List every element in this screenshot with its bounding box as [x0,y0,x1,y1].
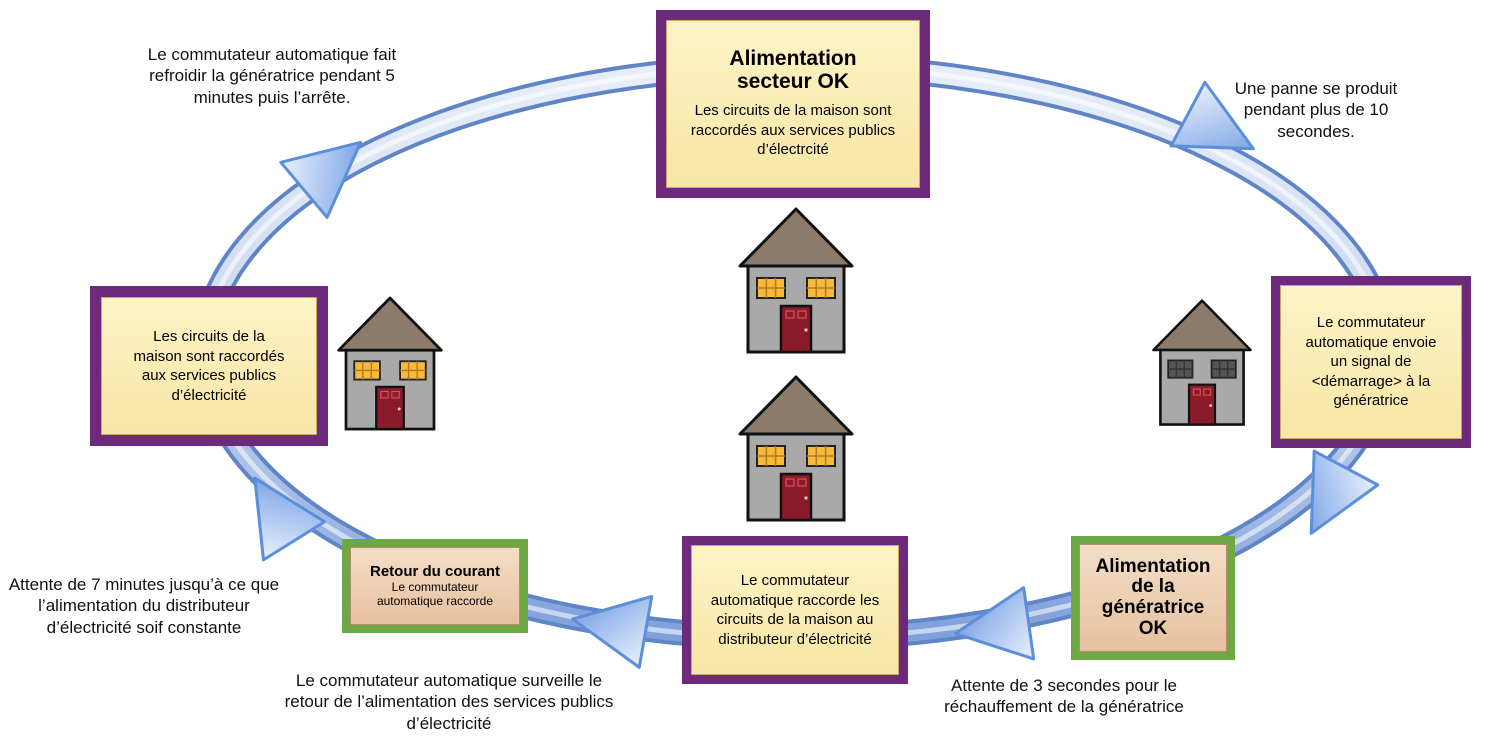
house-window-icon [1210,359,1237,379]
house-window-icon [353,360,381,381]
house-roof-icon [738,207,854,268]
arrow-outage-icon [1169,80,1255,151]
state-utility-ok-title: Alimentation secteur OK [729,47,857,93]
caption-monitor: Le commutateur automatique surveille le … [284,671,614,733]
house-roof-icon [738,375,854,436]
state-generator-ok-title: Alimentation de la génératrice OK [1095,555,1211,639]
house-door-icon [779,304,813,354]
state-circuits-connected-body: Les circuits de la maison sont raccordés… [133,328,285,404]
state-send-start-body: Le commutateur automatique envoie un sig… [1305,314,1437,410]
state-utility-ok-body: Les circuits de la maison sont raccordés… [690,102,896,159]
state-reconnect-body: Le commutateur automatique raccorde les … [710,572,880,648]
caption-warmup: Attente de 3 secondes pour le réchauffem… [944,676,1184,717]
house-door-icon [779,472,813,522]
arrow-send-icon [1309,449,1380,535]
state-power-return-title: Retour du courant [370,562,500,580]
house-bottom-center [738,375,854,522]
house-left [337,296,443,431]
house-window-icon [1167,359,1194,379]
house-window-icon [806,277,836,299]
house-roof-icon [1152,299,1252,352]
house-window-icon [756,445,786,467]
house-door-icon [375,385,405,431]
house-window-icon [399,360,427,381]
caption-cooldown: Le commutateur automatique fait refroidi… [147,45,397,107]
state-circuits-connected: Les circuits de la maison sont raccordés… [90,286,328,446]
state-send-start: Le commutateur automatique envoie un sig… [1271,276,1471,448]
arrow-wait-icon [253,476,327,562]
house-window-icon [756,277,786,299]
state-power-return-body: Le commutateur automatique raccorde [376,579,494,609]
caption-outage: Une panne se produit pendant plus de 10 … [1234,79,1398,141]
house-roof-icon [337,296,443,352]
house-door-icon [1187,383,1217,426]
caption-wait7: Attente de 7 minutes jusqu’à ce que l’al… [8,575,280,637]
state-utility-ok: Alimentation secteur OK Les circuits de … [656,10,930,198]
house-window-icon [806,445,836,467]
state-generator-ok: Alimentation de la génératrice OK [1071,536,1235,660]
arrow-warmup-icon [953,586,1036,661]
arrow-cooldown-icon [279,140,363,219]
house-right [1152,299,1252,426]
state-reconnect: Le commutateur automatique raccorde les … [682,536,908,684]
arrow-reconnect-icon [571,594,654,669]
state-power-return: Retour du courant Le commutateur automat… [342,539,528,633]
house-top-center [738,207,854,354]
